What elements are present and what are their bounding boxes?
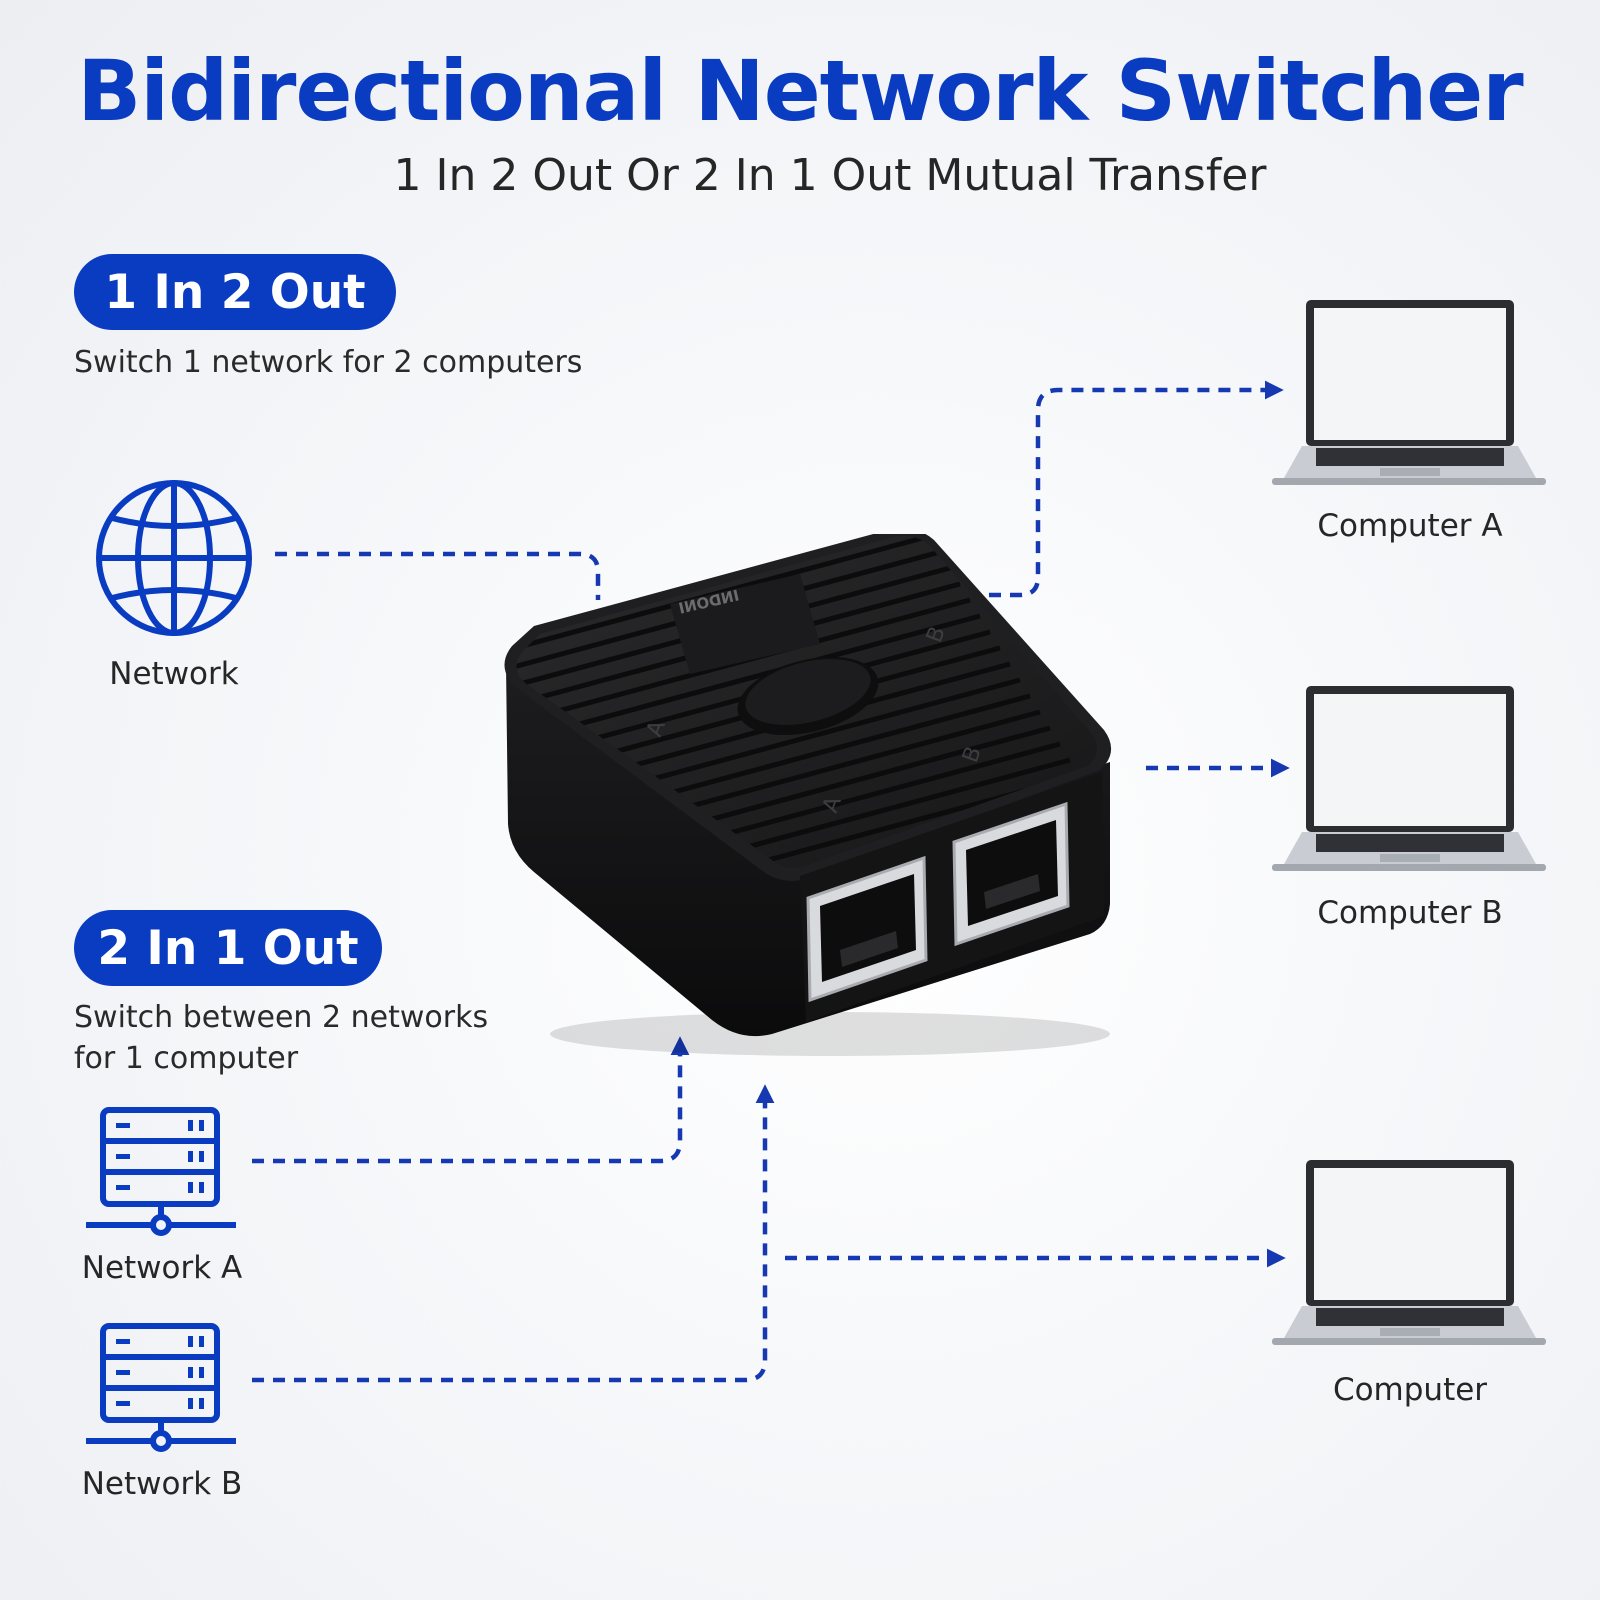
mode-one-badge: 1 In 2 Out <box>74 254 396 330</box>
laptop-icon <box>1272 300 1546 485</box>
computer-b-label: Computer B <box>1317 895 1503 931</box>
mode-two-badge: 2 In 1 Out <box>74 910 382 986</box>
connector-network-b-to-device <box>252 1084 775 1383</box>
network-b-label: Network B <box>81 1466 243 1502</box>
network-switcher-device: INDONI A B A B <box>504 534 1111 1056</box>
laptop-icon <box>1272 1160 1546 1345</box>
mode-two-description-line1: Switch between 2 networks <box>74 1000 489 1035</box>
ethernet-port-a <box>806 855 928 1003</box>
ethernet-port-b <box>952 801 1070 947</box>
connector-network-a-to-device <box>252 1036 690 1164</box>
mode-one-description: Switch 1 network for 2 computers <box>74 345 583 380</box>
mode-one-badge-label: 1 In 2 Out <box>104 264 366 320</box>
page-subtitle: 1 In 2 Out Or 2 In 1 Out Mutual Transfer <box>393 150 1267 201</box>
server-icon <box>86 1107 236 1236</box>
network-a-label: Network A <box>81 1250 243 1286</box>
server-icon <box>86 1323 236 1452</box>
computer-label: Computer <box>1332 1372 1488 1408</box>
computer-a-label: Computer A <box>1317 508 1503 544</box>
mode-two-description-line2: for 1 computer <box>74 1041 299 1076</box>
globe-icon <box>96 480 252 636</box>
laptop-icon <box>1272 686 1546 871</box>
connector-network-to-device <box>275 551 601 600</box>
network-label: Network <box>109 656 239 692</box>
mode-two-badge-label: 2 In 1 Out <box>97 920 359 976</box>
switch-toggle <box>745 659 871 725</box>
page-title: Bidirectional Network Switcher <box>77 42 1523 140</box>
